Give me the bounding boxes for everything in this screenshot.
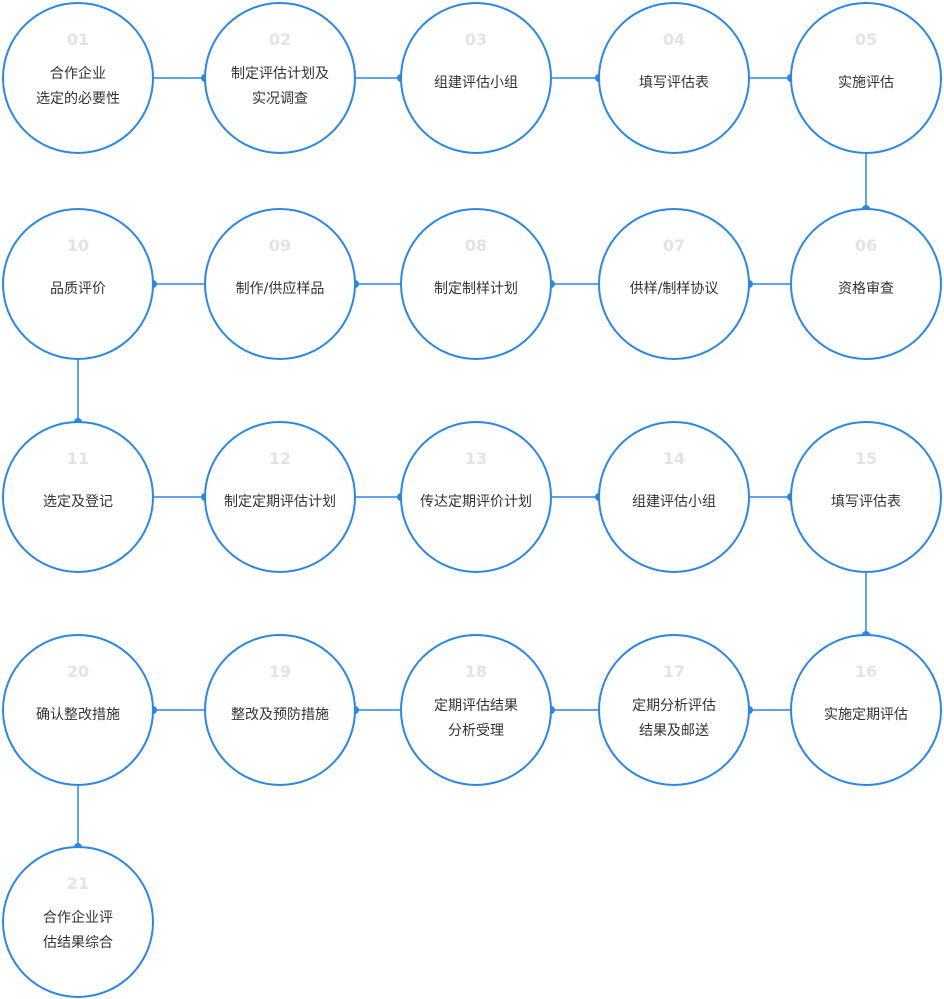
step-number: 15 bbox=[855, 449, 877, 468]
step-circle bbox=[2, 634, 154, 786]
step-number: 19 bbox=[269, 662, 291, 681]
step-label-line: 填写评估表 bbox=[639, 75, 709, 91]
step-circle bbox=[598, 634, 750, 786]
step-16: 16 实施定期评估 bbox=[790, 634, 942, 786]
step-label-line: 实施定期评估 bbox=[824, 707, 908, 723]
step-label-line: 定期评估结果 bbox=[434, 698, 518, 714]
step-circle bbox=[2, 846, 154, 998]
step-number: 12 bbox=[269, 449, 291, 468]
step-number: 06 bbox=[855, 236, 877, 255]
step-label-line: 组建评估小组 bbox=[434, 75, 518, 91]
step-label-line: 资格审查 bbox=[838, 281, 894, 297]
step-number: 02 bbox=[269, 30, 291, 49]
step-11: 11 选定及登记 bbox=[2, 421, 154, 573]
step-19: 19 整改及预防措施 bbox=[204, 634, 356, 786]
step-label-line: 供样/制样协议 bbox=[630, 281, 719, 297]
step-circle bbox=[400, 421, 552, 573]
step-circle bbox=[598, 2, 750, 154]
step-circle bbox=[400, 2, 552, 154]
step-label-line: 制定制样计划 bbox=[434, 281, 518, 297]
step-number: 18 bbox=[465, 662, 487, 681]
step-circle bbox=[2, 2, 154, 154]
step-07: 07 供样/制样协议 bbox=[598, 208, 750, 360]
step-03: 03 组建评估小组 bbox=[400, 2, 552, 154]
step-04: 04 填写评估表 bbox=[598, 2, 750, 154]
step-label-line: 整改及预防措施 bbox=[231, 707, 329, 723]
step-label-line: 定期分析评估 bbox=[632, 698, 716, 714]
step-label-line: 选定及登记 bbox=[43, 494, 113, 510]
step-number: 09 bbox=[269, 236, 291, 255]
step-number: 17 bbox=[663, 662, 685, 681]
step-number: 13 bbox=[465, 449, 487, 468]
step-circle bbox=[204, 634, 356, 786]
step-label-line: 估结果综合 bbox=[43, 935, 113, 951]
step-number: 10 bbox=[67, 236, 89, 255]
step-number: 14 bbox=[663, 449, 685, 468]
step-08: 08 制定制样计划 bbox=[400, 208, 552, 360]
step-label-line: 制定评估计划及 bbox=[231, 66, 329, 82]
step-09: 09 制作/供应样品 bbox=[204, 208, 356, 360]
step-label-line: 传达定期评价计划 bbox=[420, 494, 532, 510]
step-number: 20 bbox=[67, 662, 89, 681]
step-14: 14 组建评估小组 bbox=[598, 421, 750, 573]
step-number: 07 bbox=[663, 236, 685, 255]
step-05: 05 实施评估 bbox=[790, 2, 942, 154]
step-label-line: 合作企业 bbox=[50, 65, 106, 82]
step-10: 10 品质评价 bbox=[2, 208, 154, 360]
step-number: 04 bbox=[663, 30, 685, 49]
step-circle bbox=[790, 421, 942, 573]
step-label-line: 实况调查 bbox=[252, 91, 308, 107]
step-label-line: 组建评估小组 bbox=[632, 494, 716, 510]
step-circle bbox=[204, 2, 356, 154]
step-label-line: 分析受理 bbox=[448, 723, 504, 739]
step-label-line: 制作/供应样品 bbox=[236, 280, 325, 297]
step-circle bbox=[204, 421, 356, 573]
step-number: 01 bbox=[67, 30, 89, 49]
step-label-line: 合作企业评 bbox=[43, 909, 113, 926]
step-label-line: 选定的必要性 bbox=[36, 91, 120, 107]
step-circle bbox=[2, 421, 154, 573]
step-number: 21 bbox=[67, 874, 89, 893]
step-circle bbox=[400, 634, 552, 786]
step-06: 06 资格审查 bbox=[790, 208, 942, 360]
step-label-line: 实施评估 bbox=[838, 75, 894, 91]
step-circle bbox=[790, 2, 942, 154]
step-number: 05 bbox=[855, 30, 877, 49]
step-13: 13 传达定期评价计划 bbox=[400, 421, 552, 573]
step-number: 11 bbox=[67, 449, 89, 468]
step-number: 03 bbox=[465, 30, 487, 49]
step-circle bbox=[400, 208, 552, 360]
step-number: 16 bbox=[855, 662, 877, 681]
step-circle bbox=[598, 208, 750, 360]
step-15: 15 填写评估表 bbox=[790, 421, 942, 573]
step-circle bbox=[598, 421, 750, 573]
step-label-line: 填写评估表 bbox=[831, 494, 901, 510]
step-label-line: 结果及邮送 bbox=[639, 723, 709, 739]
step-label-line: 品质评价 bbox=[50, 281, 106, 297]
step-label-line: 确认整改措施 bbox=[36, 707, 120, 723]
step-circle bbox=[790, 634, 942, 786]
step-circle bbox=[790, 208, 942, 360]
step-circle bbox=[2, 208, 154, 360]
step-20: 20 确认整改措施 bbox=[2, 634, 154, 786]
step-label-line: 制定定期评估计划 bbox=[224, 494, 336, 510]
step-circle bbox=[204, 208, 356, 360]
step-12: 12 制定定期评估计划 bbox=[204, 421, 356, 573]
step-number: 08 bbox=[465, 236, 487, 255]
